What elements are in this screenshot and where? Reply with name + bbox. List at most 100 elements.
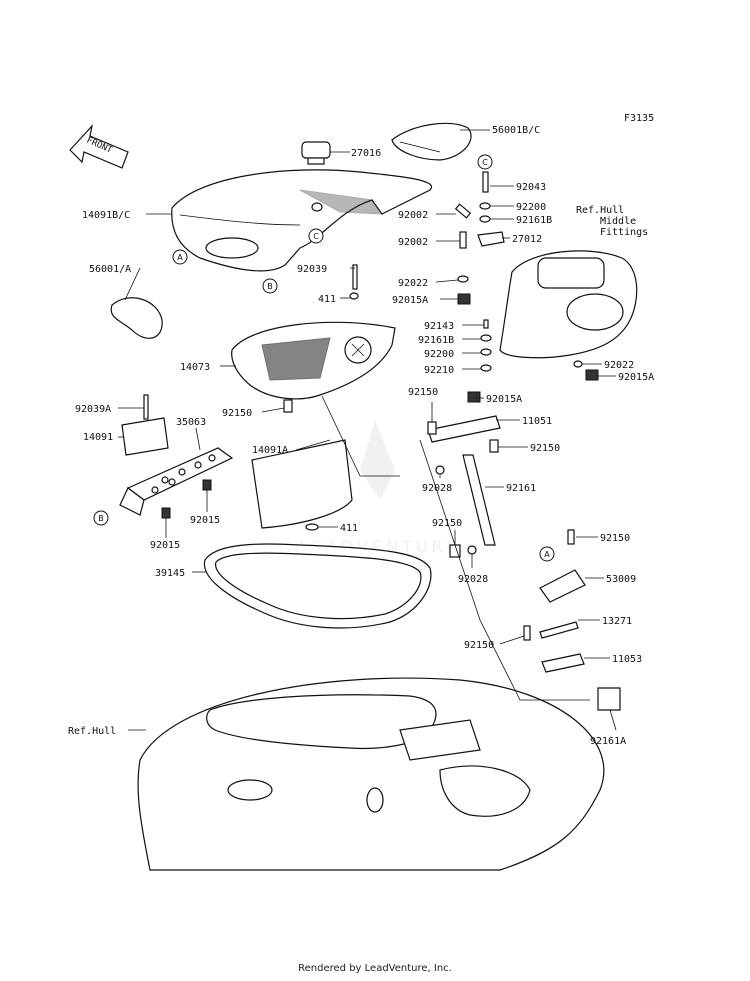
label-92015a-upper: 92015A	[392, 295, 428, 306]
bracket-35063	[119, 447, 234, 516]
pad-14091	[121, 417, 169, 456]
nut-92015-left	[161, 507, 171, 519]
label-ref-hull-middle-1: Ref.Hull	[576, 205, 624, 216]
label-92015-left: 92015	[150, 540, 180, 551]
label-92200-lower: 92200	[424, 349, 454, 360]
svg-text:B: B	[267, 282, 273, 291]
ref-circle-a-seat: A	[172, 249, 188, 265]
label-92022-right: 92022	[604, 360, 634, 371]
collar-92028	[435, 465, 445, 475]
label-92150-left: 92150	[222, 408, 252, 419]
hinge-53009	[539, 569, 586, 603]
washer-411	[349, 292, 359, 300]
label-53009: 53009	[606, 574, 636, 585]
hull	[137, 677, 605, 871]
label-13271: 13271	[602, 616, 632, 627]
grip-56001bc	[391, 122, 472, 161]
strip-13271	[539, 621, 579, 639]
nut-92015-right	[202, 479, 212, 491]
label-ref-hull: Ref.Hull	[68, 726, 116, 737]
label-92039a: 92039A	[75, 404, 111, 415]
label-92028-lower: 92028	[458, 574, 488, 585]
leader-lines	[118, 129, 617, 731]
label-92150-mid2: 92150	[530, 443, 560, 454]
label-92015-right: 92015	[190, 515, 220, 526]
label-92200-upper: 92200	[516, 202, 546, 213]
washer-icon	[311, 202, 323, 212]
diagram-code: F3135	[624, 113, 654, 124]
label-56001a: 56001/A	[89, 264, 131, 275]
latch-11051	[427, 415, 501, 443]
label-92161: 92161	[506, 483, 536, 494]
label-92143: 92143	[424, 321, 454, 332]
pin-92143	[483, 319, 489, 329]
label-92002-upper: 92002	[398, 210, 428, 221]
ref-circle-b-bracket: B	[93, 510, 109, 526]
label-411-lower: 411	[340, 523, 358, 534]
washer-92161b-upper	[479, 215, 491, 223]
bolt-92150-right	[523, 625, 531, 641]
bolt-92002-upper	[454, 203, 472, 219]
collar-92028-lower	[467, 545, 477, 555]
label-35063: 35063	[176, 417, 206, 428]
label-92210: 92210	[424, 365, 454, 376]
bolt-92150-upper-right	[567, 529, 575, 545]
cap-27016	[301, 141, 331, 165]
bolt-92039a	[143, 394, 149, 420]
svg-text:A: A	[177, 253, 183, 262]
label-14073: 14073	[180, 362, 210, 373]
part-labels: 56001B/C 27016 14091B/C 56001/A 92039 41…	[68, 125, 654, 747]
ref-circle-a-hinge: A	[539, 546, 555, 562]
label-411-upper: 411	[318, 294, 336, 305]
label-92022: 92022	[398, 278, 428, 289]
label-11053: 11053	[612, 654, 642, 665]
gasket-39145	[203, 543, 432, 629]
grip-56001a	[110, 297, 163, 339]
washer-92022-right	[573, 360, 583, 368]
bolt-92150-mid2	[489, 439, 499, 453]
ref-circle-c-seat: C	[308, 228, 324, 244]
nut-92015a-mid	[467, 391, 481, 403]
seat-cover-upper	[171, 169, 433, 272]
label-27016: 27016	[351, 148, 381, 159]
label-92043: 92043	[516, 182, 546, 193]
bolt-92043	[482, 171, 489, 193]
plate-11053	[541, 653, 585, 673]
label-92161b-upper: 92161B	[516, 215, 552, 226]
washer-92200-lower	[480, 348, 492, 356]
svg-text:C: C	[313, 232, 319, 241]
label-14091a: 14091A	[252, 445, 288, 456]
spring-92161	[462, 454, 496, 546]
label-92161b-lower: 92161B	[418, 335, 454, 346]
middle-fittings-housing	[499, 250, 638, 359]
label-14091: 14091	[83, 432, 113, 443]
bolt-92002-lower	[459, 231, 467, 249]
label-27012: 27012	[512, 234, 542, 245]
label-92150-mid: 92150	[408, 387, 438, 398]
svg-text:B: B	[98, 514, 104, 523]
label-11051: 11051	[522, 416, 552, 427]
label-92150-lower: 92150	[432, 518, 462, 529]
label-92150-right: 92150	[464, 640, 494, 651]
label-92161a	[597, 687, 621, 711]
label-56001bc: 56001B/C	[492, 125, 540, 136]
bolt-92150-mid	[427, 421, 437, 435]
seat-base-14073	[231, 321, 396, 400]
footer-credit: Rendered by LeadVenture, Inc.	[298, 963, 452, 974]
label-92002-lower: 92002	[398, 237, 428, 248]
washer-92210	[480, 364, 492, 372]
washer-92200-upper	[479, 202, 491, 210]
label-39145: 39145	[155, 568, 185, 579]
washer-411-lower	[305, 523, 319, 531]
washer-92161b-lower	[480, 334, 492, 342]
bracket-27012	[477, 231, 505, 247]
front-arrow-icon: FRONT	[69, 124, 129, 169]
label-92039: 92039	[297, 264, 327, 275]
panel-14091a	[251, 439, 353, 529]
nut-92015a-upper	[457, 293, 471, 305]
bolt-92039	[352, 264, 358, 290]
svg-text:C: C	[482, 158, 488, 167]
ref-circle-b-seat: B	[262, 278, 278, 294]
label-92028: 92028	[422, 483, 452, 494]
label-ref-hull-middle-2: Middle	[600, 216, 636, 227]
